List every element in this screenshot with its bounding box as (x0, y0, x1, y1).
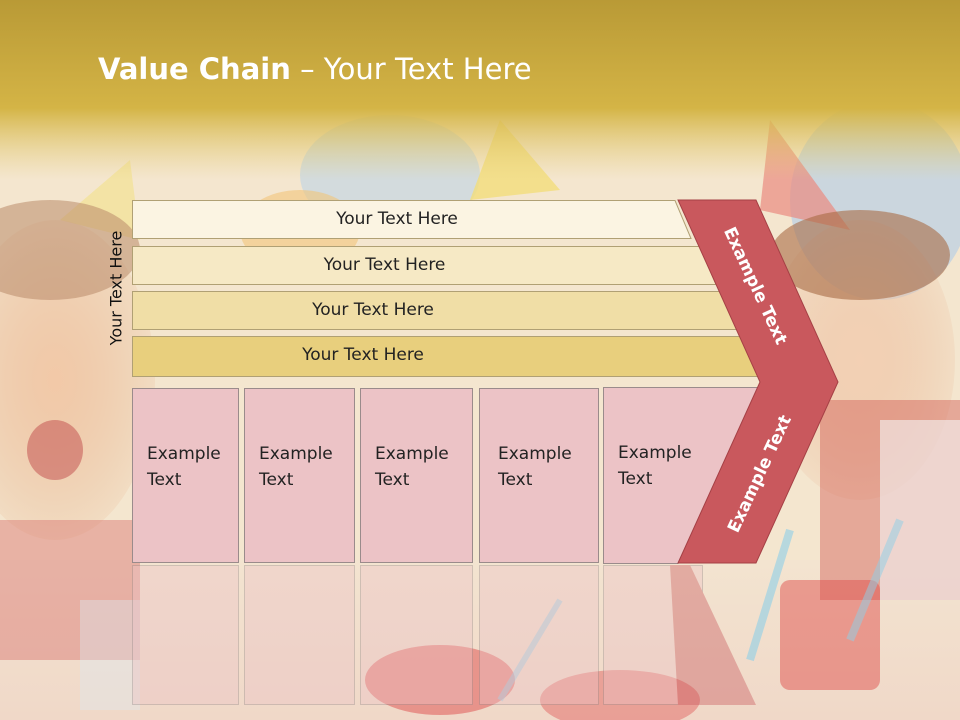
box-4-line1: Example (498, 444, 572, 464)
row-3-label: Your Text Here (312, 300, 434, 320)
reflection-box-3 (360, 565, 473, 705)
box-5-line2: Text (618, 469, 653, 489)
page-title: Value Chain – Your Text Here (98, 52, 532, 86)
row-2-label: Your Text Here (323, 255, 446, 275)
reflection-chevron (670, 565, 756, 705)
box-1-line1: Example (147, 444, 221, 464)
row-1-label: Your Text Here (336, 209, 458, 229)
reflection-box-4 (479, 565, 599, 705)
row-1: Your Text Here (132, 200, 692, 239)
box-1-line2: Text (147, 470, 182, 490)
row-4: Your Text Here (132, 336, 764, 377)
box-3-line1: Example (375, 444, 449, 464)
row-2: Your Text Here (132, 246, 717, 285)
reflection-box-2 (244, 565, 355, 705)
row-3: Your Text Here (132, 291, 740, 330)
reflection-box-1 (132, 565, 239, 705)
side-label: Your Text Here (106, 230, 126, 346)
title-rest: – Your Text Here (290, 52, 532, 86)
row-4-label: Your Text Here (302, 345, 424, 365)
box-4-line2: Text (498, 470, 533, 490)
box-2-line1: Example (259, 444, 333, 464)
box-3-line2: Text (375, 470, 410, 490)
title-bold: Value Chain (98, 52, 291, 86)
box-5-line1: Example (618, 443, 692, 463)
box-2-line2: Text (259, 470, 294, 490)
reflection (0, 565, 960, 705)
